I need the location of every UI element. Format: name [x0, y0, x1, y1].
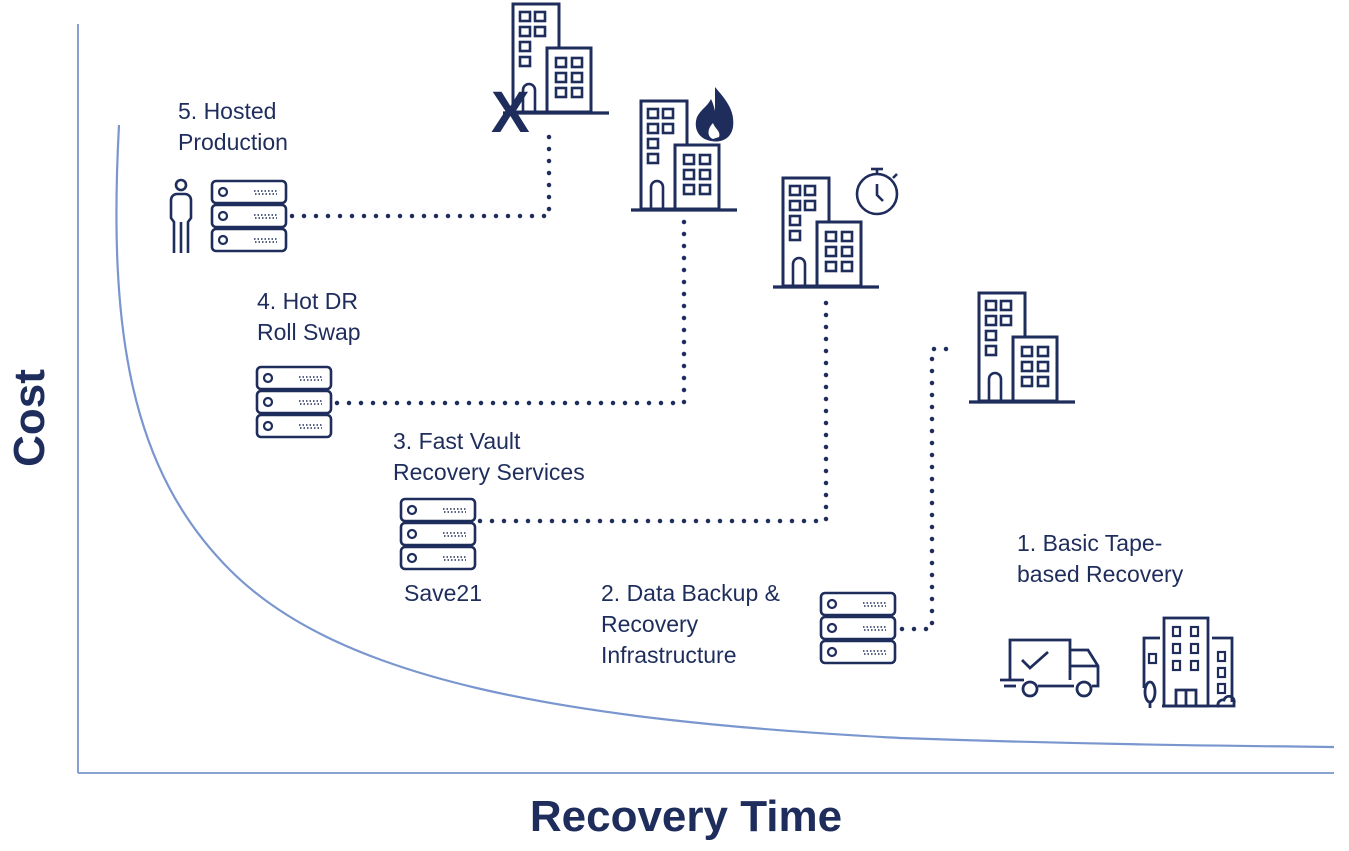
building-fire-icon	[629, 87, 739, 212]
tier-5-label-line-1: 5. Hosted	[178, 98, 277, 124]
building-icon	[967, 291, 1077, 404]
tier-2-label-line-1: 2. Data Backup &	[601, 580, 780, 606]
connector-tier-3	[477, 294, 829, 524]
tier-1-label-line-2: based Recovery	[1017, 561, 1184, 587]
office-buildings-icon	[1142, 616, 1236, 708]
tier-4-label: 4. Hot DR Roll Swap	[257, 286, 361, 348]
tier-1-label: 1. Basic Tape- based Recovery	[1017, 528, 1183, 590]
server-rack-icon	[210, 179, 288, 253]
building-destroyed-icon: X	[491, 2, 611, 145]
building-stopwatch-icon	[771, 167, 899, 289]
tier-4-label-line-1: 4. Hot DR	[257, 288, 358, 314]
server-rack-icon	[255, 365, 333, 439]
tier-3-sublabel: Save21	[404, 580, 483, 606]
tier-2-label-line-2: Recovery	[601, 611, 699, 637]
tier-5-label-line-2: Production	[178, 129, 288, 155]
server-rack-icon	[399, 497, 477, 571]
tier-2-label: 2. Data Backup & Recovery Infrastructure	[601, 578, 780, 671]
tier-3-label: 3. Fast Vault Recovery Services	[393, 426, 585, 488]
connector-tier-2	[899, 346, 961, 632]
tier-2-label-line-3: Infrastructure	[601, 642, 737, 668]
connector-tier-4	[334, 212, 687, 406]
server-rack-icon	[819, 591, 897, 665]
y-axis-title: Cost	[5, 369, 54, 467]
tier-3-label-line-2: Recovery Services	[393, 459, 585, 485]
tier-5-label: 5. Hosted Production	[178, 96, 288, 158]
delivery-truck-check-icon	[1000, 638, 1100, 698]
tier-4-label-line-2: Roll Swap	[257, 319, 361, 345]
person-icon	[169, 178, 193, 253]
cost-curve	[115, 124, 1335, 749]
svg-text:X: X	[491, 80, 530, 145]
connector-tier-5	[289, 123, 552, 219]
tier-1-label-line-1: 1. Basic Tape-	[1017, 530, 1163, 556]
tier-3-label-line-1: 3. Fast Vault	[393, 428, 521, 454]
x-axis-title: Recovery Time	[529, 792, 843, 841]
